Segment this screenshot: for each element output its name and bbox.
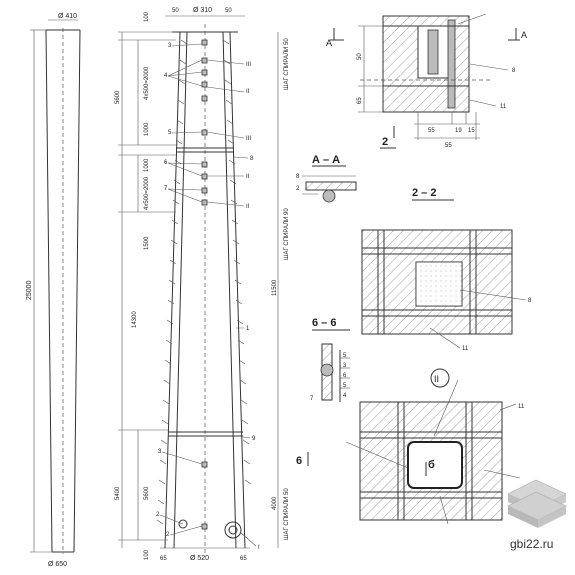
section-marker-11: 11: [500, 104, 507, 110]
dim-left-10: 5400: [115, 486, 121, 500]
section-2-label: 2: [382, 136, 388, 148]
right-text-2: ШАГ СПИРАЛИ 90: [284, 208, 290, 260]
column-elevation: Ø 410 25000 Ø 650: [26, 13, 81, 568]
section-66-label-5: 4: [343, 393, 347, 399]
section-22-title: 2 – 2: [412, 187, 436, 199]
section-22-marker: 8: [528, 298, 532, 304]
marker-6: 3: [158, 449, 162, 455]
section-66-title: 6 – 6: [312, 317, 336, 329]
marker-5: 7: [164, 186, 168, 192]
marker-1: 3: [168, 43, 172, 49]
marker-3: 5: [168, 130, 172, 136]
roman-4: II: [246, 174, 250, 180]
right-marker-1: 1: [246, 326, 250, 332]
dim-left-9: 5600: [144, 486, 150, 500]
section-arrow-a-right: A: [521, 30, 527, 40]
right-marker-2: 8: [250, 156, 254, 162]
roman-2: II: [246, 89, 250, 95]
dim-left-4: 1000: [144, 122, 150, 136]
marker-8: 2: [166, 532, 170, 538]
dim-left-2: 5600: [115, 90, 121, 104]
right-text-3: 11500: [272, 279, 278, 296]
detail-label-b: б: [428, 459, 435, 471]
section-dim-b-2: 19: [455, 128, 462, 134]
dim-left-1: 100: [144, 11, 150, 22]
bottom-offset-2: 65: [240, 556, 247, 562]
section-marker-8: 8: [512, 68, 516, 74]
section-66-label-1: 5: [343, 353, 347, 359]
right-text-4: ШАГ СПИРАЛИ 50: [284, 488, 290, 540]
section-66-label-6: 7: [310, 396, 314, 402]
column-bottom-width: Ø 650: [48, 561, 67, 568]
detail-label-6: 6: [296, 455, 302, 467]
dim-left-11: 100: [144, 549, 150, 560]
right-text-1: ШАГ СПИРАЛИ 50: [284, 38, 290, 90]
frame-top-offset-1: 50: [172, 8, 179, 14]
detail-roman: II: [434, 374, 439, 384]
section-22-marker-bottom: 11: [462, 346, 469, 352]
frame-top-label: Ø 310: [193, 7, 212, 14]
dim-left-6: 4x500=2000: [144, 176, 150, 210]
detail-marker: 11: [518, 404, 525, 410]
section-aa-label-1: 8: [296, 174, 300, 180]
section-66-label-3: 6: [343, 373, 347, 379]
dim-left-5: 1000: [144, 158, 150, 172]
column-top-width: Ø 410: [58, 13, 77, 20]
section-arrow-a-left: A: [326, 38, 332, 48]
detail-ii: II б 6 11: [296, 368, 525, 525]
section-66-label-2: 3: [343, 363, 347, 369]
watermark-text: gbi22.ru: [510, 537, 553, 551]
roman-1: III: [246, 62, 251, 68]
section-dim-v-2: 65: [357, 97, 363, 104]
roman-5: II: [246, 204, 250, 210]
section-top-right: A A 50 65 55 19 15 55 8 11 2: [326, 13, 527, 149]
roman-3: III: [246, 136, 251, 142]
section-dim-b-1: 55: [428, 128, 435, 134]
section-aa-title: А – А: [312, 154, 340, 166]
section-dim-v-1: 50: [357, 53, 363, 60]
dim-left-7: 1500: [144, 236, 150, 250]
bottom-offset-1: 65: [160, 556, 167, 562]
section-66: 6 – 6 5 3 6 5 4 7: [310, 317, 350, 402]
frame-top-offset-2: 50: [225, 8, 232, 14]
section-66-label-4: 5: [343, 383, 347, 389]
section-aa-label-2: 2: [296, 186, 300, 192]
marker-7: 2: [156, 512, 160, 518]
bottom-label: Ø 520: [190, 555, 209, 562]
dim-left-8: 14300: [132, 311, 138, 328]
column-total-length: 25000: [26, 280, 33, 300]
marker-4: 6: [164, 160, 168, 166]
reinforcement-frame: 50 Ø 310 50: [115, 7, 290, 562]
section-dim-b-3: 15: [468, 128, 475, 134]
roman-6: I: [258, 545, 260, 551]
right-marker-3: 9: [252, 436, 256, 442]
section-22: 2 – 2 8 11: [361, 187, 532, 352]
section-aa-small: А – А 8 2: [296, 154, 357, 203]
marker-2: 4: [164, 73, 168, 79]
section-dim-b-total: 55: [445, 143, 452, 149]
right-text-5: 4000: [272, 496, 278, 510]
watermark-logo: gbi22.ru: [507, 479, 567, 551]
dim-left-3: 4x500=2000: [144, 66, 150, 100]
